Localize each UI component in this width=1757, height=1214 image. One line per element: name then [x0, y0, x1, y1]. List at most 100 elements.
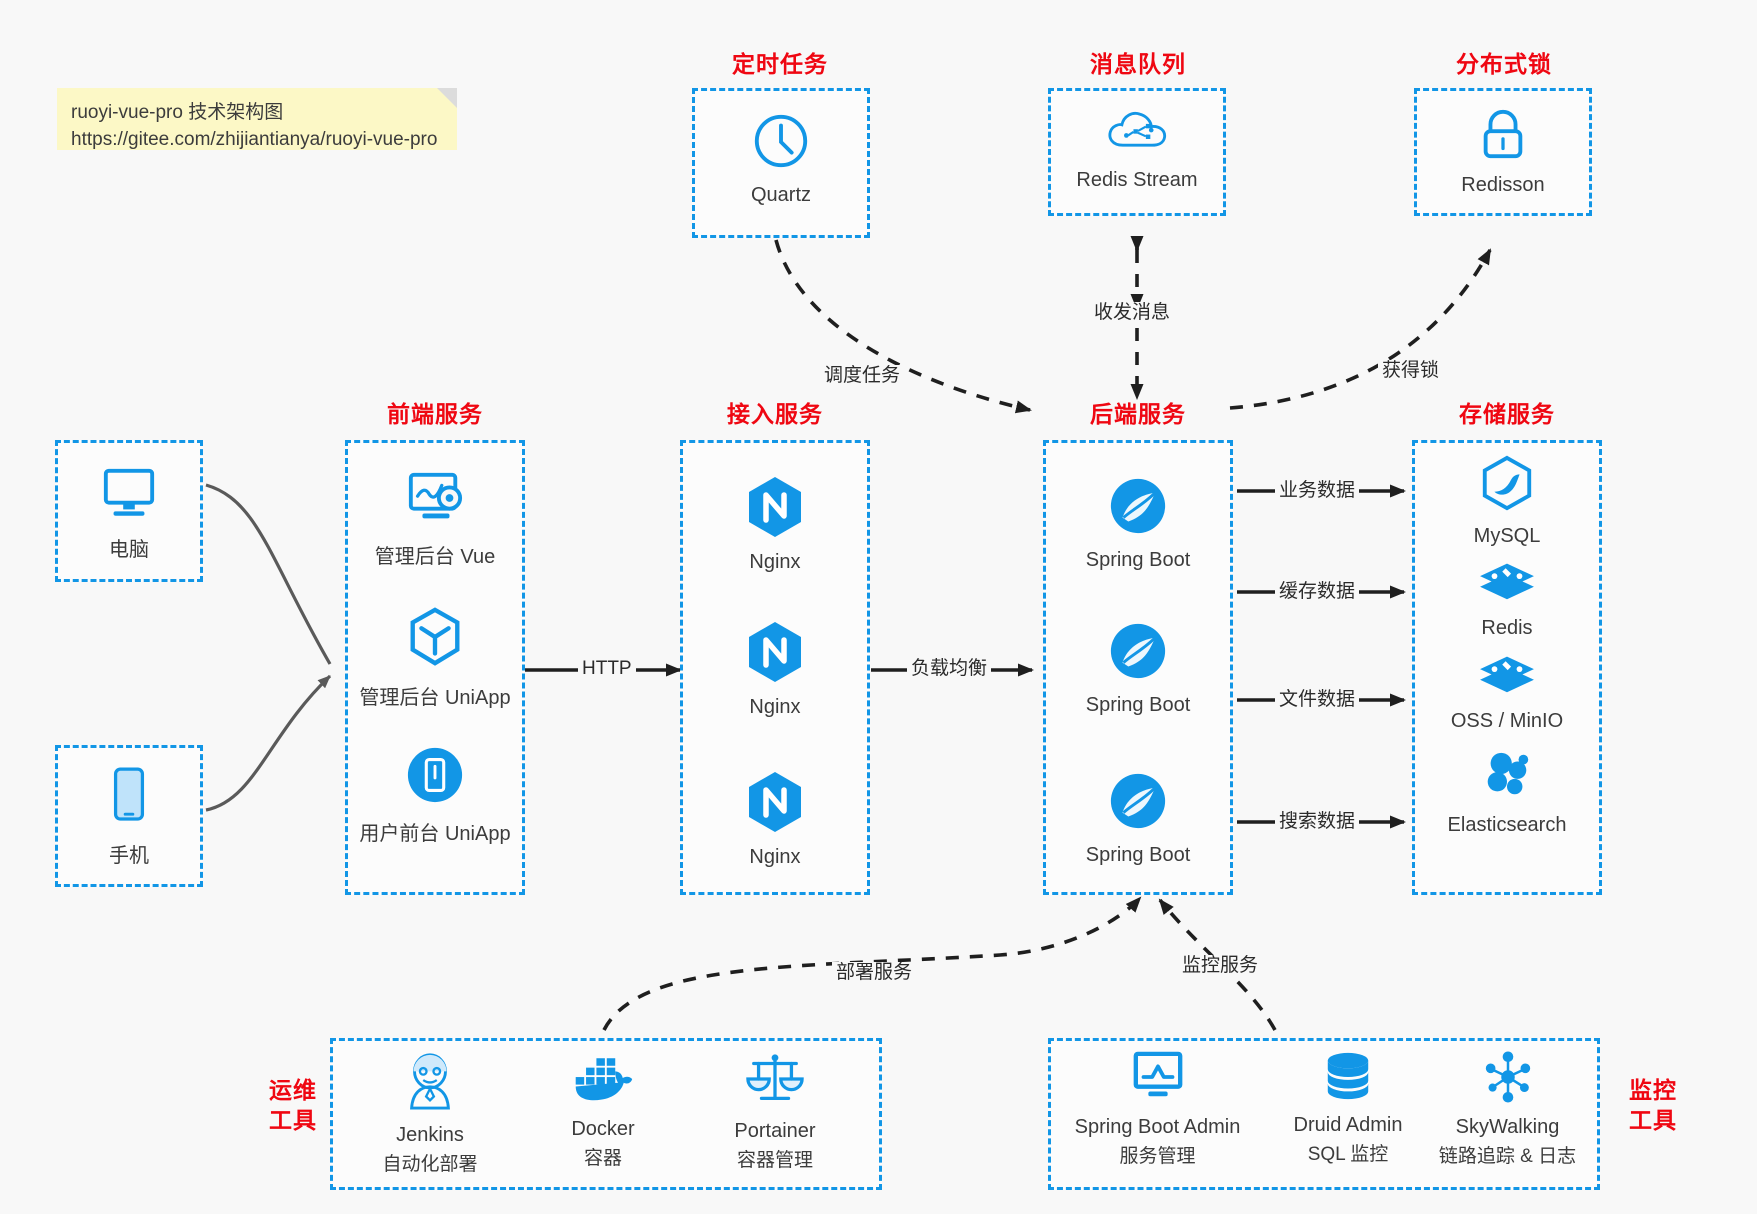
group-title-gateway: 接入服务 [727, 401, 823, 427]
scales-icon [744, 1050, 806, 1113]
node-portainer[interactable]: Portainer 容器管理 [690, 1050, 860, 1172]
database-icon [1320, 1050, 1376, 1107]
edge-label-business-data: 业务数据 [1275, 480, 1360, 502]
mobile-icon [106, 765, 152, 832]
node-nginx-2[interactable]: Nginx [700, 620, 850, 719]
docker-icon [571, 1050, 635, 1111]
cloud-stream-icon [1105, 105, 1169, 162]
node-jenkins[interactable]: Jenkins 自动化部署 [345, 1050, 515, 1176]
node-sublabel: 链路追踪 & 日志 [1438, 1146, 1577, 1167]
edge-label-deploy-service: 部署服务 [832, 962, 917, 984]
note-line-title: ruoyi-vue-pro 技术架构图 [71, 102, 284, 123]
node-label: Jenkins [396, 1124, 464, 1146]
node-label: Druid Admin [1293, 1114, 1403, 1136]
monitor-chart-icon [1129, 1050, 1187, 1109]
node-label: Elasticsearch [1447, 814, 1567, 836]
elasticsearch-icon [1478, 748, 1536, 807]
edge-label-file-data: 文件数据 [1275, 689, 1360, 711]
node-redis-stream[interactable]: Redis Stream [1076, 105, 1198, 192]
node-label: 管理后台 UniApp [359, 687, 511, 709]
node-spring-boot-3[interactable]: Spring Boot [1058, 770, 1218, 867]
node-redisson[interactable]: Redisson [1444, 108, 1562, 197]
node-label: Spring Boot [1085, 549, 1191, 571]
edge-label-monitor-service: 监控服务 [1178, 955, 1263, 977]
node-spring-boot-admin[interactable]: Spring Boot Admin 服务管理 [1060, 1050, 1255, 1168]
node-sublabel: 服务管理 [1119, 1146, 1196, 1167]
node-label: OSS / MinIO [1450, 710, 1564, 732]
spring-boot-icon [1107, 770, 1169, 837]
nginx-icon [746, 475, 804, 544]
node-sublabel: 自动化部署 [382, 1154, 478, 1175]
node-user-uniapp[interactable]: 用户前台 UniApp [355, 745, 515, 846]
edge-label-send-receive-message: 收发消息 [1090, 302, 1175, 324]
node-admin-uniapp[interactable]: 管理后台 UniApp [355, 605, 515, 710]
cube-icon [404, 605, 466, 674]
node-label: Redis [1481, 617, 1533, 639]
group-title-devops: 运维 工具 [258, 1075, 328, 1135]
node-docker[interactable]: Docker 容器 [518, 1050, 688, 1170]
desktop-icon [98, 465, 160, 526]
node-label: 管理后台 Vue [374, 546, 496, 568]
node-label: 手机 [109, 845, 149, 867]
nginx-icon [746, 620, 804, 689]
edge-label-cache-data: 缓存数据 [1275, 581, 1360, 603]
group-scheduler [692, 88, 870, 238]
group-title-storage: 存储服务 [1459, 401, 1555, 427]
node-elasticsearch[interactable]: Elasticsearch [1422, 748, 1592, 837]
node-label: Redisson [1461, 174, 1545, 196]
node-sublabel: 容器 [583, 1148, 622, 1169]
node-druid-admin[interactable]: Druid Admin SQL 监控 [1268, 1050, 1428, 1166]
group-title-lock: 分布式锁 [1456, 51, 1552, 77]
group-title-mq: 消息队列 [1090, 51, 1186, 77]
note-line-url: https://gitee.com/zhijiantianya/ruoyi-vu… [71, 129, 438, 150]
oss-icon [1476, 648, 1538, 703]
redis-icon [1476, 555, 1538, 610]
spring-boot-icon [1107, 620, 1169, 687]
note-fold-icon [437, 88, 457, 108]
node-mysql[interactable]: MySQL [1422, 455, 1592, 548]
node-label: 电脑 [109, 539, 149, 561]
node-mobile[interactable]: 手机 [70, 765, 188, 868]
group-title-backend: 后端服务 [1090, 401, 1186, 427]
group-client-desktop [55, 440, 203, 582]
node-label: Redis Stream [1076, 169, 1198, 191]
spring-boot-icon [1107, 475, 1169, 542]
node-label: Quartz [750, 184, 812, 206]
group-title-monitor: 监控 工具 [1618, 1075, 1688, 1135]
phone-filled-icon [405, 745, 465, 810]
node-oss-minio[interactable]: OSS / MinIO [1422, 648, 1592, 733]
edge-label-acquire-lock: 获得锁 [1378, 360, 1444, 382]
dashboard-gear-icon [403, 470, 467, 533]
node-label: Nginx [749, 551, 801, 573]
edge-label-http: HTTP [578, 658, 636, 680]
jenkins-icon [400, 1050, 460, 1117]
lock-icon [1475, 108, 1531, 167]
node-sublabel: SQL 监控 [1307, 1144, 1389, 1165]
mysql-icon [1478, 455, 1536, 518]
node-nginx-1[interactable]: Nginx [700, 475, 850, 574]
node-admin-vue[interactable]: 管理后台 Vue [355, 470, 515, 569]
group-title-frontend: 前端服务 [387, 401, 483, 427]
monitor-title-line2: 工具 [1629, 1107, 1677, 1133]
node-sublabel: 容器管理 [736, 1150, 813, 1171]
node-spring-boot-1[interactable]: Spring Boot [1058, 475, 1218, 572]
node-label: Spring Boot Admin [1074, 1116, 1241, 1138]
node-quartz[interactable]: Quartz [722, 110, 840, 207]
node-nginx-3[interactable]: Nginx [700, 770, 850, 869]
diagram-note: ruoyi-vue-pro 技术架构图 https://gitee.com/zh… [57, 88, 457, 150]
node-label: Nginx [749, 846, 801, 868]
node-skywalking[interactable]: SkyWalking 链路追踪 & 日志 [1420, 1050, 1595, 1168]
clock-icon [750, 110, 812, 177]
node-desktop[interactable]: 电脑 [70, 465, 188, 562]
node-label: Spring Boot [1085, 694, 1191, 716]
edge-label-load-balance: 负载均衡 [907, 658, 992, 680]
node-label: Nginx [749, 696, 801, 718]
node-spring-boot-2[interactable]: Spring Boot [1058, 620, 1218, 717]
group-mq [1048, 88, 1226, 216]
node-label: Portainer [734, 1120, 816, 1142]
node-label: Docker [571, 1118, 635, 1140]
edge-label-schedule-task: 调度任务 [820, 365, 905, 387]
devops-title-line2: 工具 [269, 1107, 317, 1133]
node-redis[interactable]: Redis [1422, 555, 1592, 640]
node-label: SkyWalking [1455, 1116, 1560, 1138]
